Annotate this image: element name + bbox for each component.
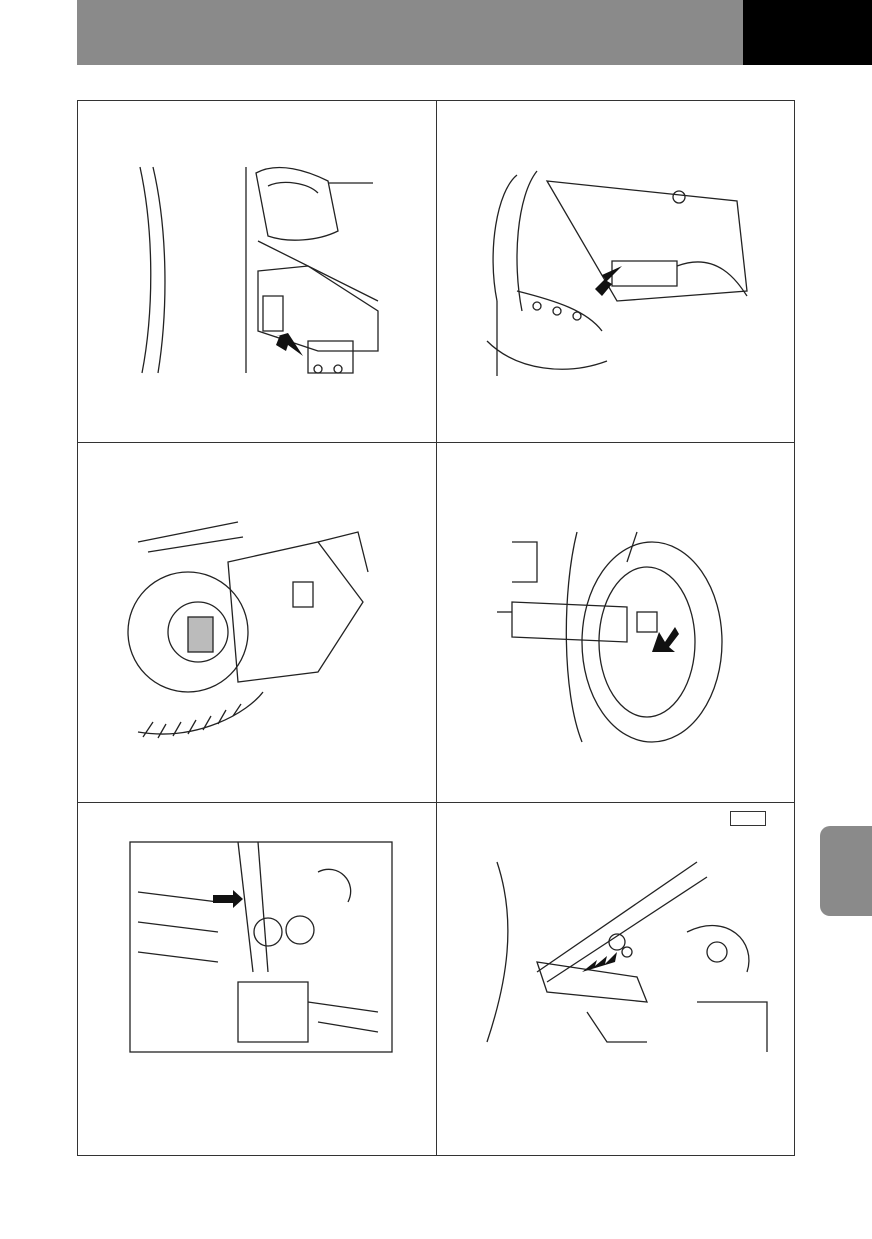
rear-axle-wheel-with-arrow-icon: [139, 166, 379, 374]
panel-2: [437, 101, 796, 442]
differential-housing-with-arrow-icon: [486, 170, 748, 376]
grid-divider-row-1: [78, 442, 794, 443]
panel-4: [437, 442, 796, 802]
header-section-tab: [743, 0, 872, 65]
steering-column-joint-with-arrow-icon: [129, 841, 393, 1053]
label-box: [730, 811, 766, 826]
grid-divider-row-2: [78, 802, 794, 803]
transmission-linkage-with-arrow-icon: [486, 861, 768, 1052]
panel-1: [78, 101, 437, 442]
panel-3: [78, 442, 437, 802]
panel-6: [437, 802, 796, 1157]
axle-shaft-brake-with-arrow-icon: [497, 531, 723, 743]
header-bar: [77, 0, 743, 65]
illustration-grid: [77, 100, 795, 1156]
side-chapter-tab[interactable]: [820, 826, 872, 916]
panel-5: [78, 802, 437, 1157]
axle-hub-disc-brake-icon: [127, 521, 369, 739]
grid-divider-vertical: [436, 101, 437, 1155]
